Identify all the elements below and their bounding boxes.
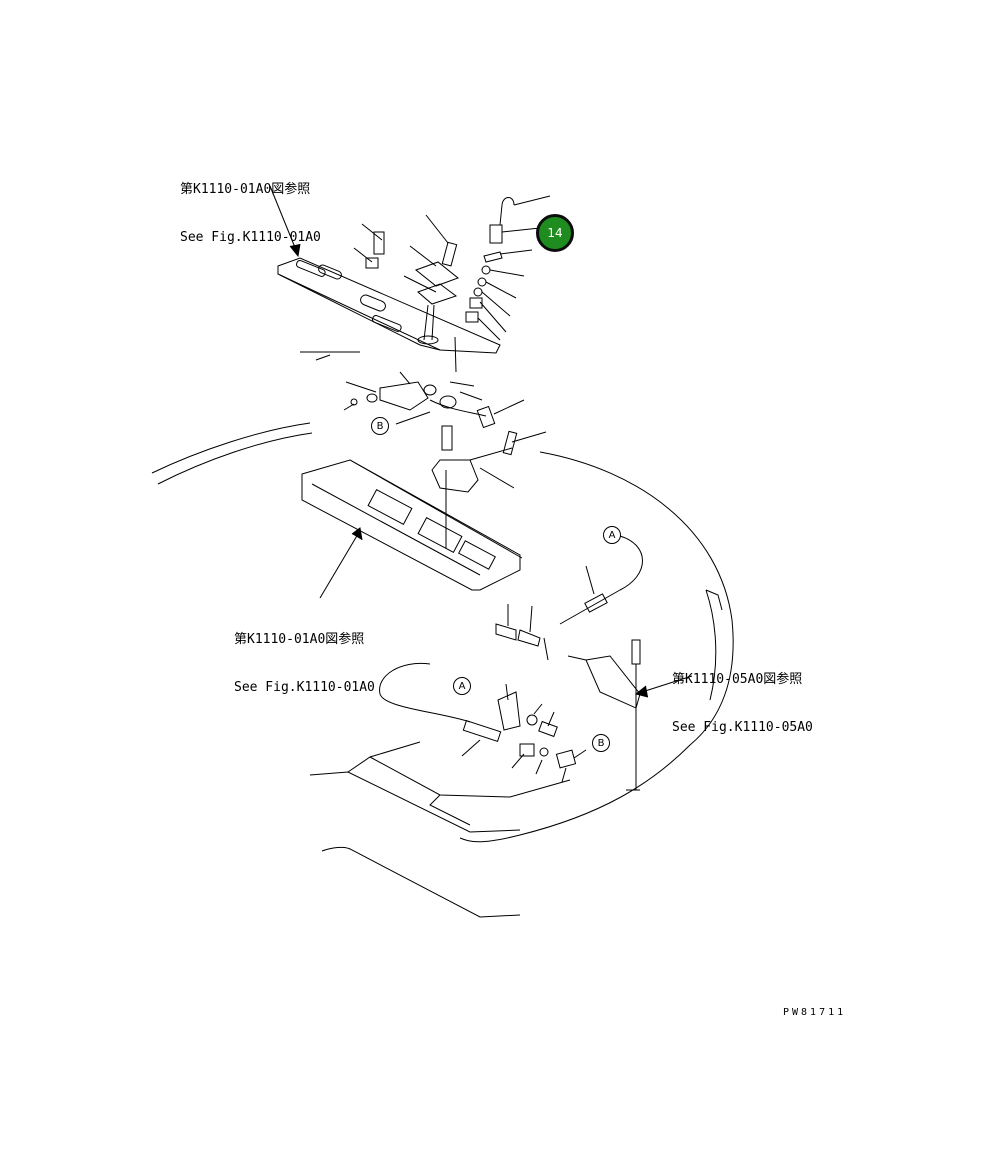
linkage-arm — [379, 381, 429, 411]
floor-slot-4 — [318, 264, 342, 280]
bracket-mid — [431, 459, 479, 493]
connector-b-upper: B — [371, 417, 389, 435]
frame-slot-3 — [458, 540, 496, 570]
nut-upper-1 — [365, 257, 379, 269]
cable-a-left-fitting — [462, 720, 502, 742]
floor-plate-edge — [279, 274, 441, 351]
linkage-pin — [350, 398, 358, 406]
nut-left-2 — [519, 743, 535, 757]
linkage-elbow — [476, 405, 496, 429]
chassis-mid — [347, 741, 421, 773]
bolt-upper-2 — [441, 241, 458, 267]
left-arc-inner — [157, 432, 313, 485]
reference-en-3: See Fig.K1110-05A0 — [672, 720, 813, 735]
reference-note-1: 第K1110-01A0図参照 See Fig.K1110-01A0 — [180, 150, 321, 262]
bolt-mid — [441, 425, 453, 451]
left-arc-outer — [151, 422, 311, 474]
pedal-rod — [423, 304, 435, 341]
arrow-ref-1-head — [289, 243, 301, 258]
arrow-ref-3 — [641, 675, 693, 693]
elbow-b — [555, 749, 577, 769]
linkage-bushing-2 — [439, 395, 457, 409]
washer-left — [526, 714, 538, 726]
washer-stack-2 — [481, 265, 491, 275]
reference-note-2: 第K1110-01A0図参照 See Fig.K1110-01A0 — [234, 600, 375, 712]
connector-a-lower: A — [453, 677, 471, 695]
machine-body-outline — [459, 451, 734, 843]
bracket-right-leaders — [567, 655, 640, 791]
frame-inner-1 — [311, 483, 481, 576]
reference-jp-1: 第K1110-01A0図参照 — [180, 182, 311, 197]
bracket-leaders — [479, 431, 547, 489]
bracket-rod — [469, 447, 513, 461]
linkage-bushing-3 — [366, 393, 378, 403]
frame-top-edge — [349, 459, 523, 559]
chassis-lower — [321, 846, 521, 918]
leader-lines-stack — [477, 195, 551, 341]
cable-hook — [499, 197, 515, 226]
nut-stack-1 — [469, 297, 483, 309]
pin-mid — [502, 430, 518, 456]
reference-en-1: See Fig.K1110-01A0 — [180, 230, 321, 245]
floor-slot-3 — [371, 315, 402, 332]
linkage-cable — [429, 399, 487, 417]
nut-left — [538, 720, 558, 738]
nut-stack-2 — [465, 311, 479, 323]
reference-en-2: See Fig.K1110-01A0 — [234, 680, 375, 695]
reference-jp-3: 第K1110-05A0図参照 — [672, 672, 803, 687]
cable-a-fitting — [584, 593, 608, 613]
reference-jp-2: 第K1110-01A0図参照 — [234, 632, 365, 647]
connector-a-upper: A — [603, 526, 621, 544]
pedal-washer — [417, 335, 439, 345]
leader-to-plate — [454, 336, 457, 373]
bolt-a-2 — [517, 629, 541, 647]
frame-slot-2 — [417, 516, 463, 554]
machine-body-step — [705, 589, 723, 611]
bolt-upper-1 — [373, 231, 385, 255]
linkage-bushing-1 — [423, 384, 437, 396]
callout-badge-14[interactable]: 14 — [536, 214, 574, 252]
washer-stack-4 — [473, 287, 483, 297]
arrow-ref-2 — [319, 533, 359, 599]
leader-lines-upper — [353, 214, 449, 293]
cable-a-loop — [619, 535, 643, 591]
bolt-hook — [489, 224, 503, 244]
machine-body-inner-arc — [705, 589, 717, 701]
chassis-notch — [369, 756, 571, 798]
bracket-right — [585, 655, 641, 709]
pedal-plate — [414, 261, 460, 287]
bolt-right — [631, 639, 641, 665]
pedal-plate-2 — [417, 283, 458, 305]
chassis-lower-step — [429, 794, 471, 826]
arrow-ref-1 — [269, 185, 297, 251]
linkage-leaders — [343, 371, 525, 425]
plate-left — [497, 691, 521, 731]
frame-slot-1 — [367, 488, 413, 526]
arrow-ref-2-head — [351, 527, 363, 541]
cable-a-left-loop — [379, 662, 471, 723]
left-leaders — [461, 683, 587, 783]
cable-a-body — [559, 589, 621, 625]
washer-stack-3 — [477, 277, 487, 287]
chassis-top — [309, 771, 521, 833]
a-leaders — [507, 604, 549, 661]
connector-b-lower: B — [592, 734, 610, 752]
linkage-bar — [300, 351, 360, 361]
floor-plate-top — [277, 257, 501, 354]
frame-outline — [301, 459, 521, 591]
cable-a-leader — [585, 565, 595, 595]
bolt-a-1 — [495, 623, 517, 641]
drawing-code: PW81711 — [783, 1007, 847, 1018]
washer-left-2 — [539, 747, 549, 757]
floor-slot-2 — [360, 294, 386, 312]
washer-stack-1 — [483, 251, 503, 263]
reference-note-3: 第K1110-05A0図参照 See Fig.K1110-05A0 — [672, 640, 813, 752]
